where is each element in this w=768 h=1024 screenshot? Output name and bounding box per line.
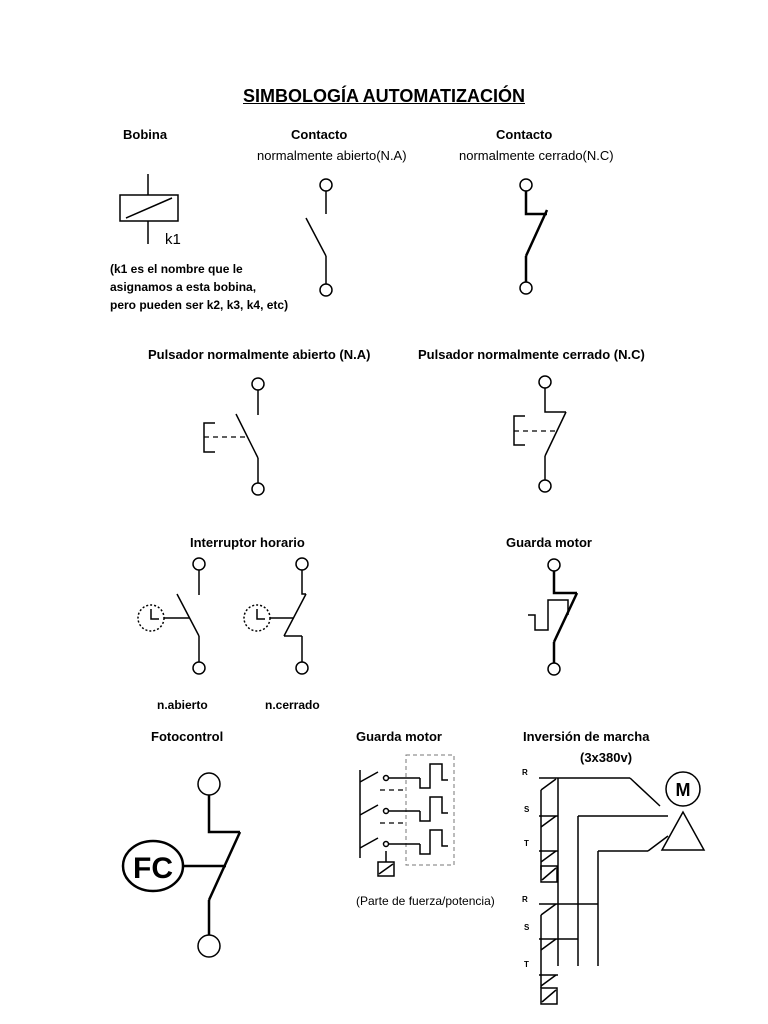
pushbutton-na-symbol [203, 377, 265, 496]
coil-name: k1 [165, 231, 181, 248]
bobina-note-line-2: asignamos a esta bobina, [110, 280, 257, 294]
pushbutton-nc-symbol [513, 375, 567, 493]
contact-na-symbol [305, 178, 333, 297]
interruptor-horario-label: Interruptor horario [190, 535, 305, 550]
inversion-label: Inversión de marcha [523, 729, 650, 744]
contacto-na-sublabel: normalmente abierto(N.A) [257, 148, 407, 163]
motor-guard-symbol [528, 558, 579, 676]
page-title: SIMBOLOGÍA AUTOMATIZACIÓN [243, 86, 525, 106]
pulsador-na-label: Pulsador normalmente abierto (N.A) [148, 347, 371, 362]
motor-guard-3phase-symbol [359, 754, 455, 877]
phase-r-top: R [522, 768, 528, 777]
phase-t-bottom: T [524, 960, 529, 969]
contacto-nc-sublabel: normalmente cerrado(N.C) [459, 148, 614, 163]
coil-symbol [119, 174, 179, 244]
fc-symbol-text: FC [133, 852, 173, 885]
phase-s-bottom: S [524, 923, 530, 932]
pulsador-nc-label: Pulsador normalmente cerrado (N.C) [418, 347, 645, 362]
phase-s-top: S [524, 805, 530, 814]
contact-nc-symbol [519, 178, 549, 295]
photocontrol-symbol: FC [121, 772, 242, 958]
timer-switch-nc-symbol [243, 557, 309, 675]
timer-switch-na-symbol [137, 557, 206, 675]
bobina-note: (k1 es el nombre que le asignamos a esta… [110, 260, 288, 314]
bobina-note-line-1: (k1 es el nombre que le [110, 262, 243, 276]
bobina-label: Bobina [123, 127, 168, 142]
n-abierto-label: n.abierto [157, 698, 208, 712]
fotocontrol-label: Fotocontrol [151, 729, 224, 744]
contacto-nc-label: Contacto [496, 127, 553, 142]
contacto-na-label: Contacto [291, 127, 348, 142]
motor-symbol-text: M [676, 780, 691, 800]
guarda-motor-2-label: Guarda motor [356, 729, 442, 744]
inversion-sublabel: (3x380v) [580, 750, 633, 765]
n-cerrado-label: n.cerrado [265, 698, 320, 712]
bobina-note-line-3: pero pueden ser k2, k3, k4, etc) [110, 298, 289, 312]
guarda-motor-label: Guarda motor [506, 535, 592, 550]
phase-t-top: T [524, 839, 529, 848]
phase-r-bottom: R [522, 895, 528, 904]
guarda-motor-2-caption: (Parte de fuerza/potencia) [356, 894, 495, 908]
reversing-starter-symbol: R S T R S T M [522, 768, 706, 1005]
